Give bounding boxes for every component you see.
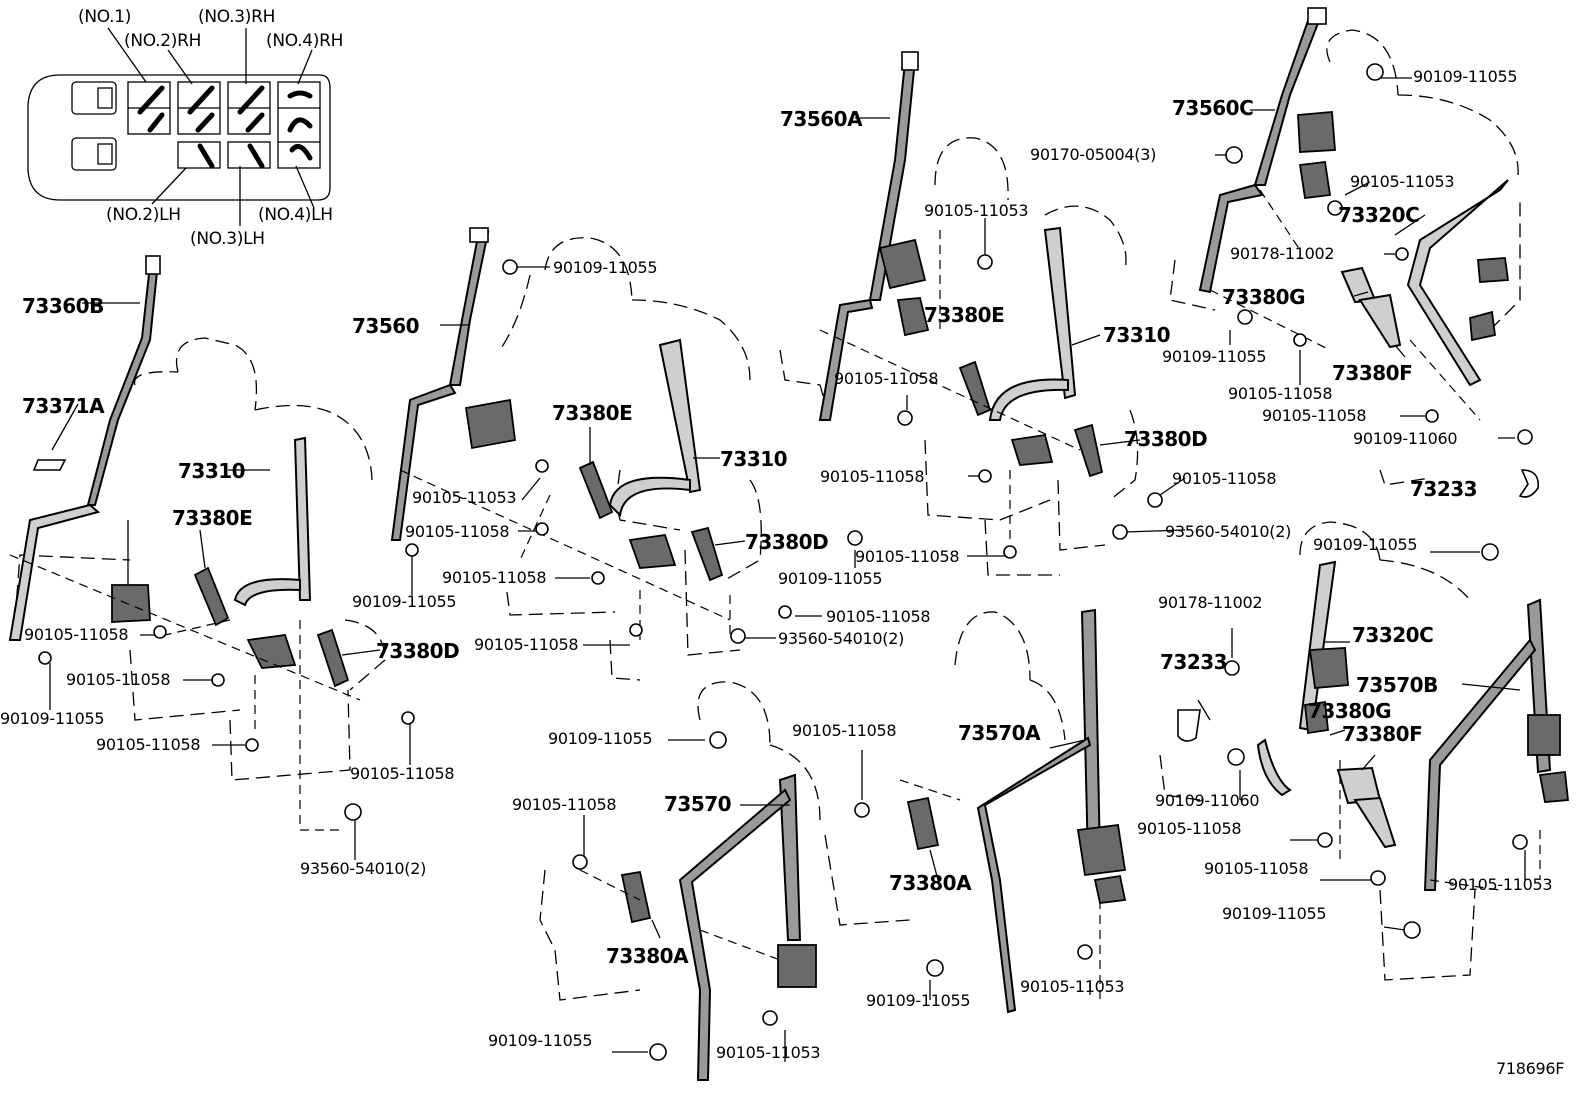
part-label-73380e-a1: 73380E [172,506,253,530]
part-label-90109-11055-a4b: 90109-11055 [1162,347,1267,366]
part-label-90105-11058-a3b: 90105-11058 [820,467,925,486]
part-label-90105-11058-a1d: 90105-11058 [350,764,455,783]
part-label-73380e-a2: 73380E [552,401,633,425]
part-label-93560-54010-a1: 93560-54010(2) [300,859,427,878]
part-label-90105-11058-a1c: 90105-11058 [96,735,201,754]
key-label-no2-lh: (NO.2)LH [106,205,181,225]
figure-reference-number: 718696F [1496,1059,1565,1078]
part-label-90105-11058-a2d: 90105-11058 [826,607,931,626]
part-label-73380a-a5: 73380A [606,944,689,968]
part-label-90105-11053-a5: 90105-11053 [716,1043,821,1062]
assembly-6-drawing [824,608,1127,1014]
part-label-73310-a2: 73310 [720,447,788,471]
part-label-93560-54010-a3: 93560-54010(2) [1165,522,1292,541]
part-label-90109-11055-a3: 90109-11055 [778,569,883,588]
part-label-90105-11058-a4a: 90105-11058 [1228,384,1333,403]
part-label-73560a: 73560A [780,107,863,131]
part-label-90109-11055-a7-top: 90109-11055 [1313,535,1418,554]
part-label-73310-a3: 73310 [1103,323,1171,347]
part-label-90178-11002-a7: 90178-11002 [1158,593,1263,612]
part-label-90178-11002-a4: 90178-11002 [1230,244,1335,263]
part-label-90109-11055-a5: 90109-11055 [488,1031,593,1050]
part-label-73233-a4: 73233 [1410,477,1478,501]
part-label-73570: 73570 [664,792,732,816]
part-label-90105-11058-a3d: 90105-11058 [1172,469,1277,488]
part-label-90109-11055-a4: 90109-11055 [1413,67,1518,86]
key-label-no3-rh: (NO.3)RH [198,7,276,27]
part-label-90170-05004: 90170-05004(3) [1030,145,1157,164]
part-label-90105-11058-a5: 90105-11058 [512,795,617,814]
part-label-90105-11053-a6: 90105-11053 [1020,977,1125,996]
assembly-7-drawing [1159,521,1569,981]
part-label-90109-11060-a4: 90109-11060 [1353,429,1458,448]
part-label-90105-11058-a1a: 90105-11058 [24,625,129,644]
part-label-90105-11053-a2: 90105-11053 [412,488,517,507]
assembly-2-drawing [390,227,822,681]
part-label-73320c-a7: 73320C [1352,623,1434,647]
part-label-90105-11058-a3c: 90105-11058 [855,547,960,566]
assembly-3-drawing [779,51,1186,576]
assembly-1-drawing [8,255,415,860]
part-label-90105-11058-a1b: 90105-11058 [66,670,171,689]
key-label-no2-rh: (NO.2)RH [124,31,202,51]
part-label-90109-11055-a7: 90109-11055 [1222,904,1327,923]
part-label-73570a: 73570A [958,721,1041,745]
part-label-90105-11058-a3a: 90105-11058 [834,369,939,388]
part-label-90105-11053-a3: 90105-11053 [924,201,1029,220]
assembly-4-drawing [1169,7,1539,498]
part-label-93560-54010-a2: 93560-54010(2) [778,629,905,648]
assembly-5-drawing [539,681,821,1081]
part-label-90109-11055-a2-top: 90109-11055 [553,258,658,277]
key-label-no3-lh: (NO.3)LH [190,229,265,249]
part-label-73320c-a4: 73320C [1338,203,1420,227]
part-label-73380g-a4: 73380G [1222,285,1306,309]
part-label-73380d-a1: 73380D [376,639,460,663]
key-label-no1: (NO.1) [78,7,132,27]
part-label-90109-11055-a6: 90109-11055 [866,991,971,1010]
part-label-90105-11058-a4b: 90105-11058 [1262,406,1367,425]
part-label-90105-11058-a7b: 90105-11058 [1204,859,1309,878]
part-label-90105-11053-a4: 90105-11053 [1350,172,1455,191]
part-label-73380e-a3: 73380E [924,303,1005,327]
part-label-73380d-a2: 73380D [745,530,829,554]
part-label-73360b: 73360B [22,294,104,318]
part-label-90105-11058-a2c: 90105-11058 [474,635,579,654]
part-label-73380g-a7: 73380G [1308,699,1392,723]
part-label-90105-11058-a2b: 90105-11058 [442,568,547,587]
part-label-73380d-a3: 73380D [1124,427,1208,451]
part-label-73310-a1: 73310 [178,459,246,483]
part-label-90105-11053-a7: 90105-11053 [1448,875,1553,894]
key-label-no4-lh: (NO.4)LH [258,205,333,225]
part-label-90109-11055-a1: 90109-11055 [0,709,105,728]
part-label-73560c: 73560C [1172,96,1254,120]
part-label-73371a: 73371A [22,394,105,418]
key-label-no4-rh: (NO.4)RH [266,31,344,51]
part-label-90105-11058-a2a: 90105-11058 [405,522,510,541]
part-label-90105-11058-a6: 90105-11058 [792,721,897,740]
part-label-73560: 73560 [352,314,420,338]
part-label-73380f-a4: 73380F [1332,361,1413,385]
vehicle-key-map [27,27,331,226]
part-label-90109-11055-a5-top: 90109-11055 [548,729,653,748]
part-label-90109-11055-a2: 90109-11055 [352,592,457,611]
part-label-90109-11060-a7: 90109-11060 [1155,791,1260,810]
part-label-73380f-a7: 73380F [1342,722,1423,746]
part-label-90105-11058-a7a: 90105-11058 [1137,819,1242,838]
part-label-73380a-a6: 73380A [889,871,972,895]
part-label-73570b: 73570B [1356,673,1438,697]
part-label-73233-a7: 73233 [1160,650,1228,674]
